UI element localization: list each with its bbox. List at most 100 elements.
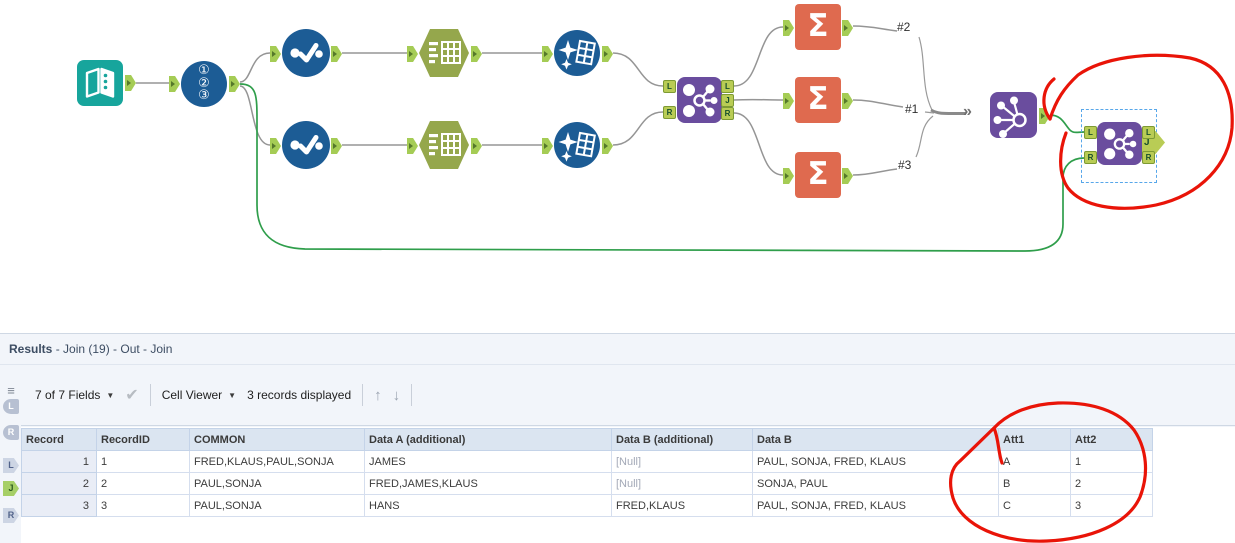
row-number-cell[interactable]: 3 — [21, 494, 97, 517]
output-anchor[interactable] — [602, 46, 613, 62]
rail-output-J-button-active[interactable]: J — [3, 481, 19, 496]
rail-output-R-button[interactable]: R — [3, 508, 19, 523]
data-cell[interactable]: [Null] — [611, 472, 753, 495]
summarize-tool-1[interactable]: Σ — [795, 4, 841, 50]
column-header[interactable]: Att2 — [1070, 428, 1153, 451]
text-to-columns-tool-bottom[interactable] — [419, 121, 469, 169]
dots-check-icon — [290, 135, 323, 155]
data-cell[interactable]: 1 — [1070, 450, 1153, 473]
profile-menu-icon[interactable]: ≡ — [7, 383, 15, 398]
union-tool[interactable] — [990, 92, 1037, 138]
column-header[interactable]: Data A (additional) — [364, 428, 612, 451]
input-anchor[interactable] — [407, 138, 418, 154]
join-input-anchor-R[interactable]: R — [1084, 151, 1097, 164]
column-header[interactable]: COMMON — [189, 428, 365, 451]
column-header[interactable]: Att1 — [998, 428, 1071, 451]
input-anchor[interactable] — [407, 46, 418, 62]
data-cell[interactable]: PAUL, SONJA, FRED, KLAUS — [752, 450, 999, 473]
data-cell[interactable]: HANS — [364, 494, 612, 517]
list-table-icon — [429, 133, 461, 156]
data-cell[interactable]: 3 — [96, 494, 190, 517]
join-output-anchor-R[interactable]: R — [721, 107, 734, 120]
sigma-icon: Σ — [807, 156, 829, 192]
input-anchor[interactable] — [783, 20, 794, 36]
data-cleansing-tool-bottom[interactable] — [554, 122, 600, 168]
data-cell[interactable]: FRED,KLAUS — [611, 494, 753, 517]
column-header[interactable]: Data B (additional) — [611, 428, 753, 451]
workflow-canvas[interactable]: ① ② ③ — [0, 0, 1235, 333]
input-anchor[interactable] — [783, 168, 794, 184]
data-cell[interactable]: FRED,KLAUS,PAUL,SONJA — [189, 450, 365, 473]
unique-tool-top[interactable] — [282, 29, 330, 77]
sparkle-table-icon — [558, 131, 596, 162]
output-anchor[interactable] — [842, 168, 853, 184]
output-anchor[interactable] — [331, 46, 342, 62]
input-data-tool[interactable] — [77, 60, 123, 106]
join-input-anchor-L[interactable]: L — [1084, 126, 1097, 139]
input-anchor[interactable] — [783, 93, 794, 109]
column-header[interactable]: Record — [21, 428, 97, 451]
data-cell[interactable]: PAUL, SONJA, FRED, KLAUS — [752, 494, 999, 517]
input-anchor[interactable] — [270, 46, 281, 62]
output-anchor[interactable] — [125, 75, 136, 91]
data-cell[interactable]: 2 — [96, 472, 190, 495]
data-cell[interactable]: 3 — [1070, 494, 1153, 517]
data-cell[interactable]: [Null] — [611, 450, 753, 473]
record-id-tool[interactable]: ① ② ③ — [181, 61, 227, 107]
text-to-columns-tool-top[interactable] — [419, 29, 469, 77]
cell-viewer-dropdown[interactable]: Cell Viewer ▼ — [162, 388, 236, 402]
join-output-anchor-J[interactable]: J — [721, 94, 734, 107]
output-anchor[interactable] — [331, 138, 342, 154]
data-cell[interactable]: C — [998, 494, 1071, 517]
output-anchor[interactable] — [842, 20, 853, 36]
column-header[interactable]: Data B — [752, 428, 999, 451]
data-cleansing-tool-top[interactable] — [554, 30, 600, 76]
join-tool-2-selected[interactable] — [1097, 122, 1142, 165]
input-anchor[interactable] — [542, 138, 553, 154]
row-number-cell[interactable]: 1 — [21, 450, 97, 473]
unique-tool-bottom[interactable] — [282, 121, 330, 169]
rail-input-L-button[interactable]: L — [3, 399, 19, 414]
row-number-cell[interactable]: 2 — [21, 472, 97, 495]
toolbar-separator — [149, 384, 151, 406]
data-cell[interactable]: PAUL,SONJA — [189, 494, 365, 517]
arrow-up-button[interactable]: ↑ — [374, 386, 382, 404]
rail-output-L-button[interactable]: L — [3, 458, 19, 473]
data-cell[interactable]: 2 — [1070, 472, 1153, 495]
fields-dropdown[interactable]: 7 of 7 Fields ▼ — [35, 388, 114, 402]
data-cell[interactable]: PAUL,SONJA — [189, 472, 365, 495]
input-anchor[interactable] — [169, 76, 180, 92]
input-anchor[interactable] — [542, 46, 553, 62]
data-cell[interactable]: B — [998, 472, 1071, 495]
output-anchor[interactable] — [471, 138, 482, 154]
caret-down-icon: ▼ — [228, 390, 237, 400]
data-cell[interactable]: A — [998, 450, 1071, 473]
join-input-anchor-R[interactable]: R — [663, 106, 676, 119]
join-output-anchor-L[interactable]: L — [1142, 126, 1155, 139]
data-cell[interactable]: JAMES — [364, 450, 612, 473]
arrow-down-button[interactable]: ↓ — [392, 386, 401, 404]
connection-wires — [136, 25, 1085, 252]
fields-dropdown-label: 7 of 7 Fields — [35, 388, 101, 402]
join-input-anchor-L[interactable]: L — [663, 80, 676, 93]
data-cell[interactable]: FRED,JAMES,KLAUS — [364, 472, 612, 495]
join-output-anchor-L[interactable]: L — [721, 80, 734, 93]
summarize-tool-2[interactable]: Σ — [795, 77, 841, 123]
connection-label-1: #1 — [905, 102, 919, 116]
column-header[interactable]: RecordID — [96, 428, 190, 451]
caret-down-icon: ▼ — [106, 390, 115, 400]
join-tool-1[interactable] — [677, 77, 722, 123]
input-anchor[interactable] — [270, 138, 281, 154]
output-anchor[interactable] — [471, 46, 482, 62]
join-output-anchor-R[interactable]: R — [1142, 151, 1155, 164]
output-anchor[interactable] — [602, 138, 613, 154]
output-anchor[interactable] — [842, 93, 853, 109]
output-anchor[interactable] — [229, 76, 240, 92]
summarize-tool-3[interactable]: Σ — [795, 152, 841, 198]
rail-input-R-button[interactable]: R — [3, 425, 19, 440]
data-cell[interactable]: 1 — [96, 450, 190, 473]
data-cell[interactable]: SONJA, PAUL — [752, 472, 999, 495]
